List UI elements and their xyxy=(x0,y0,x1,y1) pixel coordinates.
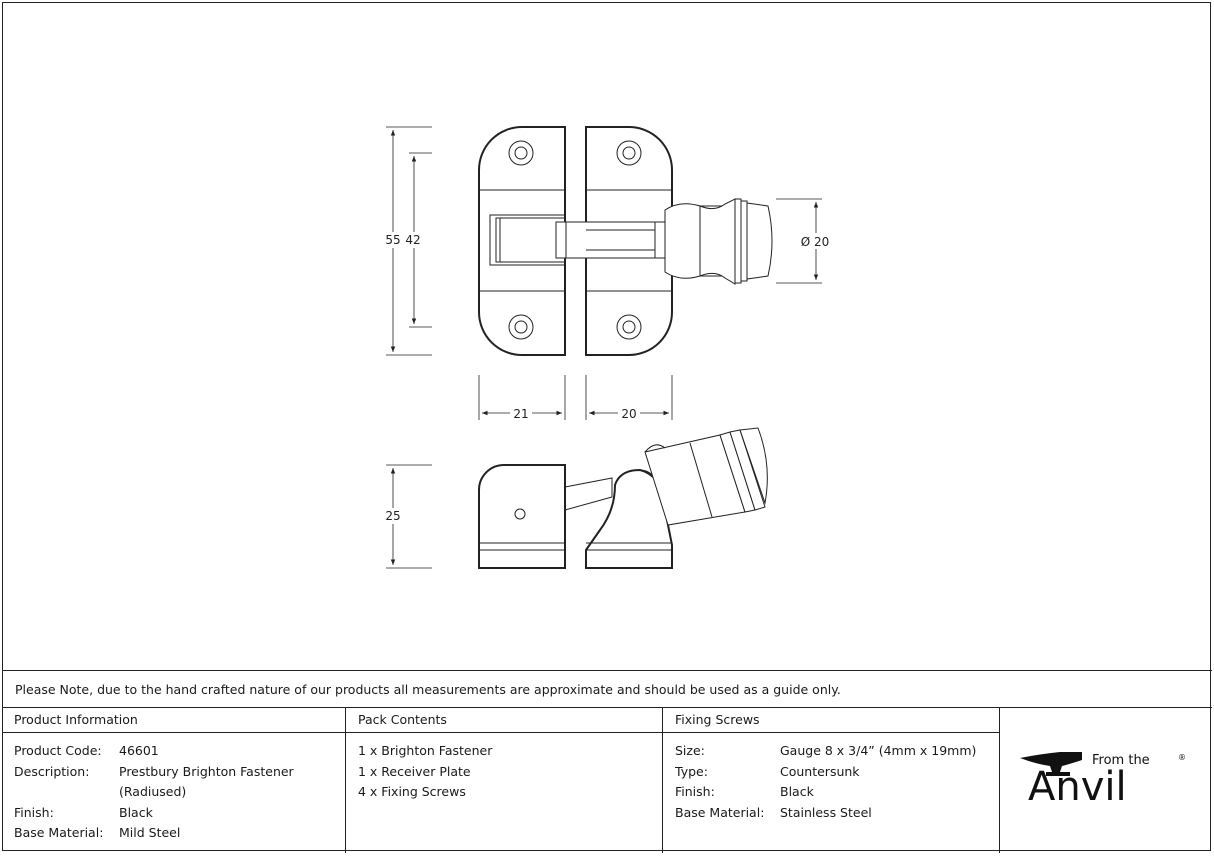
product-information-panel: Product Information Product Code:46601 D… xyxy=(2,708,346,853)
logo-brand: Anvil xyxy=(1028,764,1127,810)
logo-registered: ® xyxy=(1178,753,1186,762)
fixing-screws-title: Fixing Screws xyxy=(663,708,999,733)
receiver-side xyxy=(478,464,566,569)
anvil-icon xyxy=(1020,752,1082,776)
fixing-screws-panel: Fixing Screws Size:Gauge 8 x 3/4” (4mm x… xyxy=(663,708,1000,853)
pack-contents-panel: Pack Contents 1 x Brighton Fastener 1 x … xyxy=(346,708,663,853)
dimension-42: 42 xyxy=(405,233,420,247)
technical-drawing: 55 42 Ø 20 21 20 25 xyxy=(385,126,830,569)
pack-item: 1 x Receiver Plate xyxy=(358,763,471,779)
dimension-55: 55 xyxy=(385,233,400,247)
knob-front xyxy=(664,198,773,285)
product-information-title: Product Information xyxy=(2,708,345,733)
product-code-row: Product Code:46601 xyxy=(14,743,159,758)
description-row-cont: (Radiused) xyxy=(119,784,187,799)
pack-item: 4 x Fixing Screws xyxy=(358,784,466,799)
dimension-knob-diameter: Ø 20 xyxy=(801,235,830,249)
pack-item: 1 x Brighton Fastener xyxy=(358,743,493,758)
bolt-front xyxy=(555,221,666,259)
pack-contents-title: Pack Contents xyxy=(346,708,662,733)
fastener-plate-front xyxy=(585,126,673,356)
measurement-note: Please Note, due to the hand crafted nat… xyxy=(2,670,1212,708)
dimension-20: 20 xyxy=(621,407,636,421)
base-material-row: Base Material:Mild Steel xyxy=(14,825,181,840)
finish-row: Finish:Black xyxy=(675,784,814,799)
logo-from-the: From the xyxy=(1092,753,1150,768)
size-row: Size:Gauge 8 x 3/4” (4mm x 19mm) xyxy=(675,743,977,758)
dimension-25: 25 xyxy=(385,509,400,523)
info-table: Product Information Product Code:46601 D… xyxy=(2,707,1212,853)
receiver-plate-front xyxy=(478,126,566,356)
from-the-anvil-logo: From the ® Anvil xyxy=(1000,708,1212,853)
finish-row: Finish:Black xyxy=(14,804,153,820)
dimension-21: 21 xyxy=(513,407,528,421)
description-row: Description:Prestbury Brighton Fastener xyxy=(14,763,294,779)
fastener-side xyxy=(564,427,768,569)
type-row: Type:Countersunk xyxy=(675,763,860,779)
base-material-row: Base Material:Stainless Steel xyxy=(675,804,872,820)
